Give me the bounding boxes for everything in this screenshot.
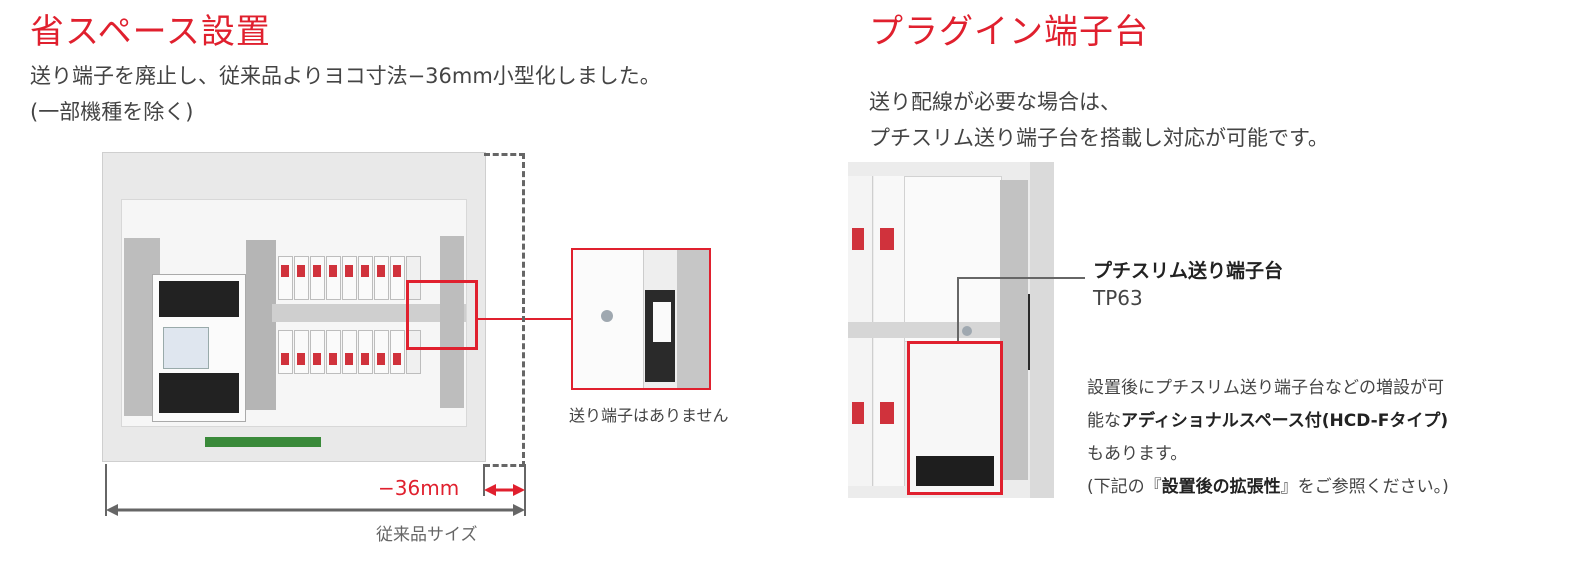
distribution-board-photo [102, 152, 486, 462]
right-section-title: プラグイン端子台 [869, 12, 1149, 52]
neutral-terminal-bar [205, 437, 321, 447]
left-description-line1: 送り端子を廃止し、従来品よりヨコ寸法−36mm小型化しました。 [30, 64, 661, 88]
feed-terminal-highlight [406, 280, 478, 350]
right-description-line2: プチスリム送り端子台を搭載し対応が可能です。 [869, 126, 1329, 150]
terminal-block-highlight [907, 341, 1003, 495]
additional-space-note: 設置後にプチスリム送り端子台などの増設が可 能なアディショナルスペース付(HCD… [1087, 372, 1449, 504]
note-line4-post: 』をご参照ください。) [1280, 477, 1449, 497]
conventional-size-label: 従来品サイズ [376, 525, 478, 545]
dimension-arrows [105, 464, 526, 516]
right-description-line1: 送り配線が必要な場合は、 [869, 90, 1121, 114]
left-section-title: 省スペース設置 [30, 12, 271, 52]
note-line4-pre: (下記の『 [1087, 477, 1162, 497]
additional-space-model: アディショナルスペース付(HCD-Fタイプ) [1121, 411, 1449, 431]
product-name: プチスリム送り端子台 [1093, 260, 1284, 282]
product-model: TP63 [1093, 286, 1143, 310]
note-line2-pre: 能な [1087, 411, 1121, 431]
board-interior [121, 199, 467, 427]
leader-line-vertical [957, 277, 959, 341]
note-line2: 能なアディショナルスペース付(HCD-Fタイプ) [1087, 405, 1449, 438]
left-description-line2: (一部機種を除く) [30, 100, 194, 124]
note-line4: (下記の『設置後の拡張性』をご参照ください。) [1087, 471, 1449, 504]
conventional-size-outline [484, 153, 525, 467]
main-breaker [152, 274, 246, 422]
zoom-inset-photo [571, 248, 711, 390]
leader-line-horizontal [957, 277, 1085, 279]
zoom-caption: 送り端子はありません [569, 406, 729, 425]
note-line3: もあります。 [1087, 444, 1188, 464]
reduction-label: −36mm [378, 476, 460, 500]
note-line1: 設置後にプチスリム送り端子台などの増設が可 [1087, 378, 1444, 398]
plug-in-terminal-photo [848, 162, 1054, 498]
expansion-reference: 設置後の拡張性 [1161, 477, 1281, 497]
